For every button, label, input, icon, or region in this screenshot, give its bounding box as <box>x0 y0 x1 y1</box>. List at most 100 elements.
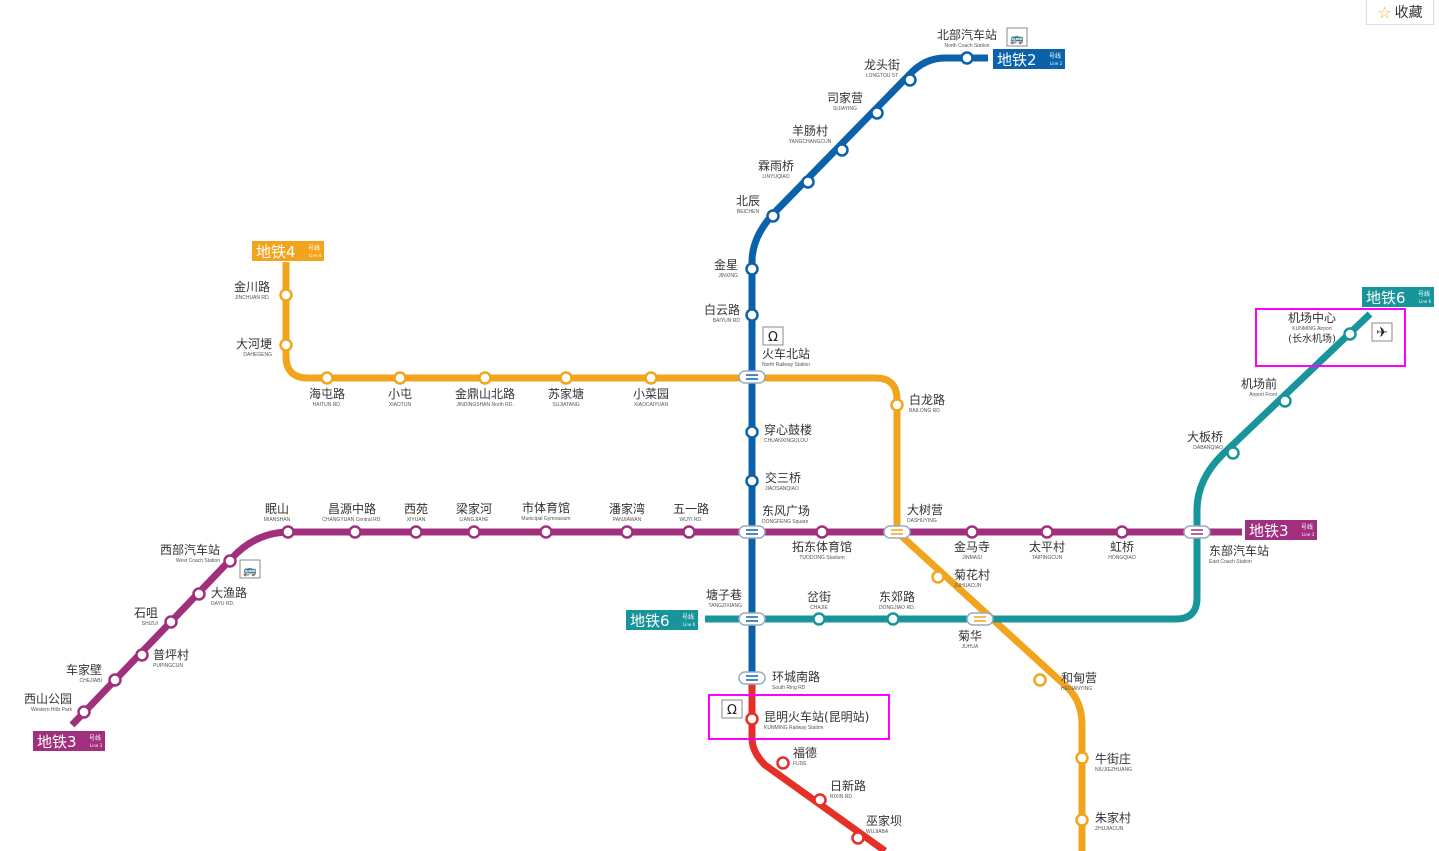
station-name-en: TANGZIXIANG <box>708 603 742 609</box>
station-name-en: LIANGJIAHE <box>459 517 489 523</box>
station-marker <box>644 371 658 385</box>
station-marker <box>135 648 149 662</box>
station-name-en: PUPINGCUN <box>153 663 183 669</box>
line-badge-suffix: 号线 <box>1049 52 1061 60</box>
station-marker <box>745 262 759 276</box>
station-marker <box>745 308 759 322</box>
station-name: 潘家湾 <box>609 501 645 516</box>
station-name-en: CHAJIE <box>810 605 828 611</box>
station-name-en: North Coach Station <box>944 43 989 49</box>
station-name: 塘子巷 <box>706 587 742 602</box>
line-badge-name: 地铁6 <box>630 612 670 630</box>
station-name-en: West Coach Station <box>176 558 220 564</box>
transfer-arrows-icon <box>974 616 986 622</box>
station-name: 北辰 <box>736 194 760 208</box>
station-name-en: DONGJIAO RD. <box>879 605 915 611</box>
station-marker <box>1226 446 1240 460</box>
station-marker <box>890 398 904 412</box>
station-name: 和甸营 <box>1061 671 1097 685</box>
station-marker <box>1075 751 1089 765</box>
station-marker <box>279 288 293 302</box>
station-name-en: HEDIANYING <box>1061 686 1092 692</box>
station-name-en: KUNMING Airport <box>1292 326 1332 332</box>
bus-icon: 🚌 <box>1006 27 1028 47</box>
station-name-en: RIXIN RD. <box>830 794 853 800</box>
station-name-en: LINYUQIAO <box>762 174 789 180</box>
station-name: 福德 <box>793 745 817 760</box>
station-name: 五一路 <box>673 501 709 516</box>
station-name-en: WUJIABA <box>866 829 889 835</box>
line-badge-name: 地铁3 <box>1249 522 1289 540</box>
favorite-button[interactable]: ☆ 收藏 <box>1366 0 1434 25</box>
station-name-en: BAILONG RD <box>909 408 940 414</box>
station-name: 太平村 <box>1029 539 1065 554</box>
airplane-icon: ✈ <box>1371 322 1393 342</box>
line-4-track <box>282 262 1086 851</box>
station-marker <box>965 525 979 539</box>
line-badge-name: 地铁6 <box>1366 289 1406 307</box>
station[interactable]: 昆明火车站(昆明站)KUNMING Railway Station <box>745 709 870 731</box>
